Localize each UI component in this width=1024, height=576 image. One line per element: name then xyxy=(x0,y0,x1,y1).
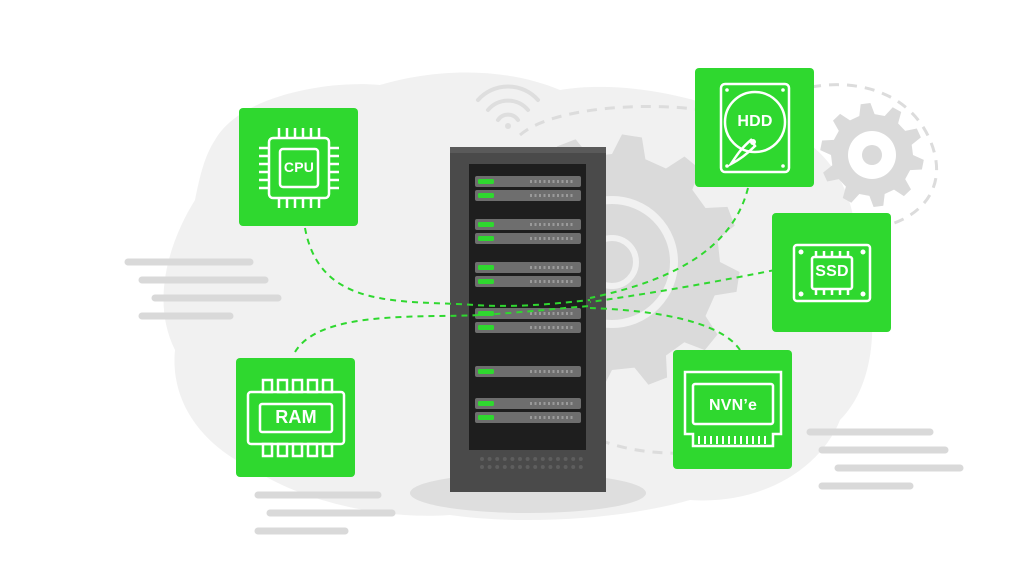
placeholder-lines-bottom-left xyxy=(254,491,396,535)
server-unit xyxy=(475,322,581,333)
connector-ssd xyxy=(589,269,776,303)
status-led xyxy=(478,222,494,227)
status-led xyxy=(478,401,494,406)
status-led xyxy=(478,179,494,184)
status-led xyxy=(478,279,494,284)
ram-label: RAM xyxy=(275,407,317,427)
status-led xyxy=(478,325,494,330)
server-unit xyxy=(475,412,581,423)
ssd-tile: SSD xyxy=(772,213,891,332)
hdd-drive-icon xyxy=(719,82,791,174)
connector-hdd xyxy=(589,187,749,299)
dashed-orbit xyxy=(519,83,938,231)
server-unit xyxy=(475,308,581,319)
cpu-tile: CPU xyxy=(239,108,358,226)
ram-module-icon xyxy=(246,378,346,458)
cpu-label: CPU xyxy=(283,159,315,175)
ssd-drive-icon xyxy=(792,243,872,303)
server-rack xyxy=(450,147,606,492)
server-unit xyxy=(475,176,581,187)
server-unit xyxy=(475,233,581,244)
connector-nvme xyxy=(589,307,741,351)
server-unit xyxy=(475,276,581,287)
wifi-icon xyxy=(476,84,540,129)
status-led xyxy=(478,193,494,198)
nvme-card-icon xyxy=(683,370,783,448)
ssd-label: SSD xyxy=(815,263,849,280)
status-led xyxy=(478,311,494,316)
status-led xyxy=(478,265,494,270)
nvme-tile: NVN’e xyxy=(673,350,792,469)
ram-tile: RAM xyxy=(236,358,355,477)
gear-icon xyxy=(820,103,924,207)
server-unit xyxy=(475,366,581,377)
server-unit xyxy=(475,190,581,201)
status-led xyxy=(478,415,494,420)
hdd-tile: HDD xyxy=(695,68,814,187)
connector-lines xyxy=(294,187,776,353)
placeholder-lines-left xyxy=(124,258,282,320)
nvme-label: NVN’e xyxy=(708,397,758,414)
server-unit xyxy=(475,219,581,230)
server-unit xyxy=(475,262,581,273)
cpu-chip-icon xyxy=(259,128,339,208)
hdd-label: HDD xyxy=(737,113,773,130)
status-led xyxy=(478,369,494,374)
placeholder-lines-right xyxy=(806,428,964,490)
status-led xyxy=(478,236,494,241)
server-unit xyxy=(475,398,581,409)
